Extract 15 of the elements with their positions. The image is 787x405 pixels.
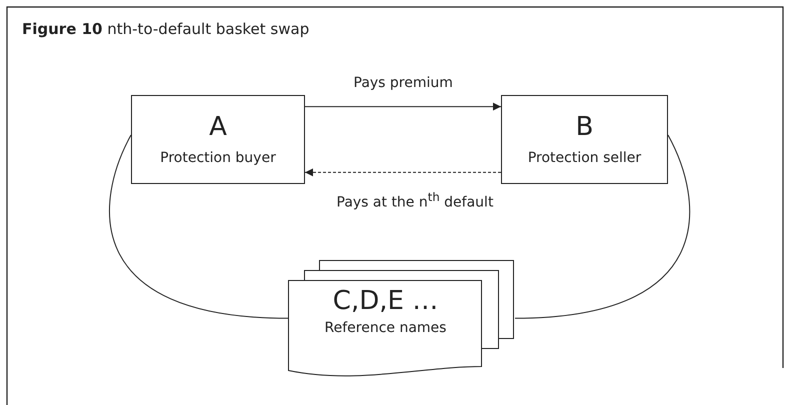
party-role: Reference names — [324, 319, 446, 338]
party-letter: B — [576, 112, 594, 142]
connector-line — [514, 134, 690, 319]
connector-line — [108, 134, 288, 319]
document-stack — [288, 260, 515, 379]
party-role: Protection seller — [528, 148, 642, 168]
arrow — [304, 168, 502, 176]
party-box — [131, 95, 305, 184]
party-letter: A — [209, 112, 227, 142]
arrow — [304, 102, 502, 111]
figure-title: Figure 10 nth-to-default basket swap — [22, 20, 310, 38]
party-role: Protection buyer — [160, 148, 276, 168]
edge-label: Pays premium — [352, 74, 455, 92]
party-box — [501, 95, 668, 184]
party-letter: C,D,E … — [332, 286, 438, 316]
